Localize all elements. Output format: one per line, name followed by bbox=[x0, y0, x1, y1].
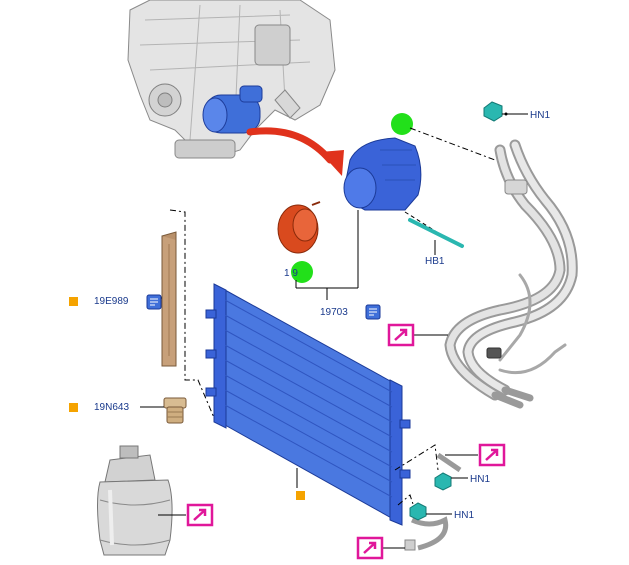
label-hn1-mid: HN1 bbox=[470, 474, 490, 485]
plug-19n643 bbox=[163, 397, 187, 424]
orange-square-marker bbox=[69, 403, 78, 412]
orange-square-marker bbox=[296, 491, 305, 500]
nut-hn1-bottom-icon bbox=[409, 502, 452, 521]
orange-square-marker bbox=[69, 297, 78, 306]
dashed-guide bbox=[409, 127, 496, 161]
hose-fittings bbox=[404, 452, 462, 551]
ac-condenser bbox=[205, 283, 411, 526]
red-direction-arrow-icon bbox=[246, 127, 344, 176]
label-1-9: 1 9 bbox=[284, 268, 298, 279]
magenta-arrow-callout-icon[interactable] bbox=[478, 443, 506, 467]
label-hn1-bottom: HN1 bbox=[454, 510, 474, 521]
label-19e989: 19E989 bbox=[94, 296, 129, 307]
blue-note-icon bbox=[146, 294, 162, 310]
nut-hn1-mid-icon bbox=[434, 472, 468, 491]
green-marker-icon bbox=[391, 113, 413, 135]
label-hb1: HB1 bbox=[425, 256, 445, 267]
label-19n643: 19N643 bbox=[94, 402, 129, 413]
magenta-arrow-callout-icon[interactable] bbox=[186, 503, 214, 527]
label-19703: 19703 bbox=[320, 307, 348, 318]
leader-19703 bbox=[295, 210, 359, 300]
compressor-clutch bbox=[277, 201, 321, 254]
receiver-drier-19e989 bbox=[161, 231, 177, 367]
magenta-arrow-callout-icon[interactable] bbox=[356, 536, 384, 560]
ac-compressor bbox=[343, 137, 422, 211]
nut-hn1-top-icon bbox=[483, 101, 528, 122]
engine-illustration bbox=[127, 0, 336, 159]
bolt-hb1 bbox=[404, 211, 464, 255]
engine-compressor-icon bbox=[202, 85, 263, 134]
green-marker-icon bbox=[291, 261, 313, 283]
ac-hose-assembly bbox=[444, 139, 578, 409]
dashed-guide bbox=[394, 444, 439, 471]
label-hn1-top: HN1 bbox=[530, 110, 550, 121]
blue-note-icon bbox=[365, 304, 381, 320]
magenta-arrow-callout-icon[interactable] bbox=[387, 323, 415, 347]
dashed-guide bbox=[169, 209, 216, 421]
refrigerant-gas-cylinder bbox=[97, 445, 173, 556]
dashed-guide bbox=[397, 494, 416, 511]
